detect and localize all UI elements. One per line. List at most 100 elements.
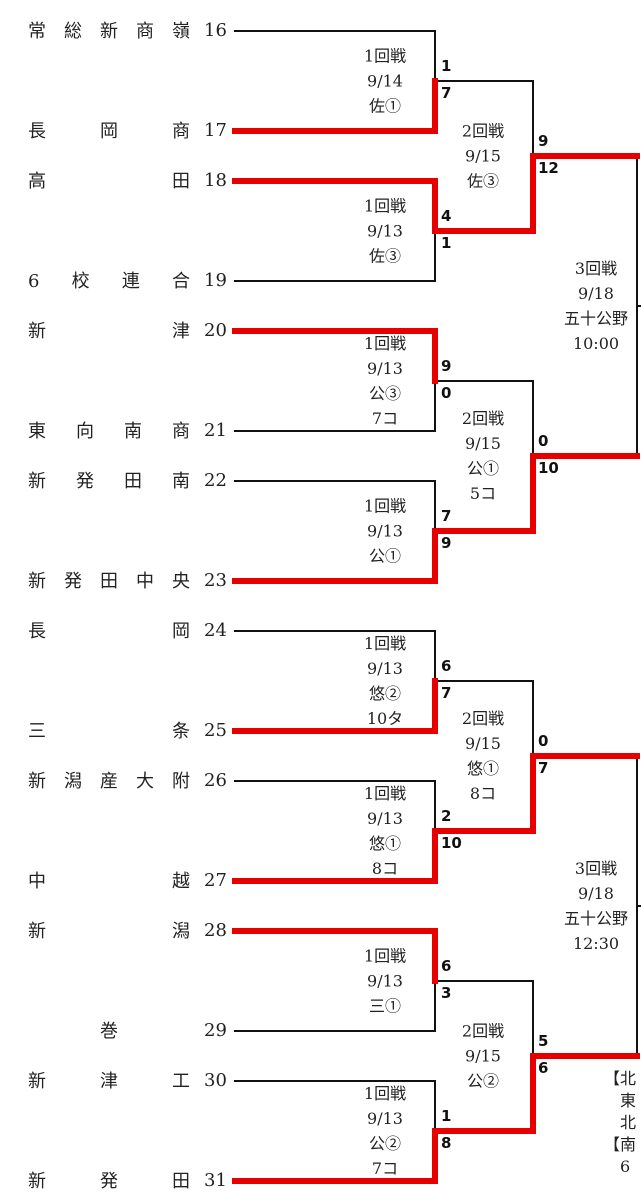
r1-score-bottom: 0 xyxy=(441,384,452,402)
team-name: 新発田中央 xyxy=(28,571,190,592)
team-name: 中越 xyxy=(28,871,190,892)
info-line: 悠② xyxy=(368,684,401,703)
r2-score-top: 0 xyxy=(538,732,549,750)
info-line: 1回戦 xyxy=(363,46,407,66)
team-name: 新潟 xyxy=(28,921,190,942)
info-line: 2回戦 xyxy=(461,409,505,428)
team-name: 新津 xyxy=(28,321,190,342)
info-line: 1回戦 xyxy=(363,334,407,353)
info-line: 8コ xyxy=(371,859,399,878)
info-line: 9/13 xyxy=(367,659,403,678)
info-line: 8コ xyxy=(469,784,497,803)
r1-score-bottom: 10 xyxy=(441,834,462,852)
info-line: 3回戦 xyxy=(574,259,618,278)
team-seed: 30 xyxy=(204,1069,227,1091)
r2-score-top: 5 xyxy=(538,1032,549,1050)
team-row: 常総新商嶺 16 xyxy=(28,18,228,43)
r1-match-info: 1回戦 9/14 佐① xyxy=(330,44,440,119)
team-name: 三条 xyxy=(28,721,190,742)
team-row: 高田 18 xyxy=(28,168,228,193)
team-seed: 16 xyxy=(204,19,227,41)
team-row: 長岡商 17 xyxy=(28,118,228,143)
team-seed: 27 xyxy=(204,869,227,891)
info-line: 公③ xyxy=(368,384,401,403)
team-seed: 18 xyxy=(204,169,227,191)
team-seed: 31 xyxy=(204,1169,227,1191)
info-line: 1回戦 xyxy=(363,946,407,966)
info-line: 9/13 xyxy=(367,971,403,991)
r1-score-bottom: 1 xyxy=(441,234,452,252)
legend-line: 【南 xyxy=(604,1135,637,1154)
team-row: 新潟 28 xyxy=(28,918,228,943)
r1-match-info: 1回戦 9/13 悠② 10タ xyxy=(330,631,440,731)
r1-score-bottom: 7 xyxy=(441,684,452,702)
info-line: 9/15 xyxy=(465,434,501,453)
team-name: 長岡商 xyxy=(28,121,190,142)
r1-score-top: 2 xyxy=(441,807,452,825)
info-line: 9/13 xyxy=(367,1109,403,1128)
info-line: 9/14 xyxy=(367,71,403,91)
legend-line: 【北 xyxy=(604,1069,637,1088)
info-line: 9/13 xyxy=(367,221,403,241)
r2-score-bottom: 6 xyxy=(538,1059,549,1077)
team-name: 新発田 xyxy=(28,1171,190,1192)
team-name: 巻 xyxy=(100,1021,118,1042)
info-line: 公② xyxy=(466,1071,499,1091)
r2-score-bottom: 10 xyxy=(538,459,559,477)
r1-score-bottom: 8 xyxy=(441,1134,452,1152)
info-line: 2回戦 xyxy=(461,121,505,141)
info-line: 9/15 xyxy=(465,1046,501,1066)
team-name: 東向南商 xyxy=(28,421,190,442)
team-row: 中越 27 xyxy=(28,868,228,893)
r1-score-top: 6 xyxy=(441,657,452,675)
team-seed: 19 xyxy=(204,269,227,291)
r2-score-bottom: 12 xyxy=(538,159,559,177)
info-line: 5コ xyxy=(469,484,497,503)
team-seed: 24 xyxy=(204,619,227,641)
info-line: 9/18 xyxy=(578,884,614,903)
team-name: 常総新商嶺 xyxy=(28,21,190,42)
team-name: 新発田南 xyxy=(28,471,190,492)
info-line: 9/15 xyxy=(465,734,501,753)
team-seed: 28 xyxy=(204,919,227,941)
r1-score-top: 7 xyxy=(441,507,452,525)
r2-score-top: 9 xyxy=(538,132,549,150)
team-row: 新津 20 xyxy=(28,318,228,343)
r1-score-bottom: 3 xyxy=(441,984,452,1002)
info-line: 三① xyxy=(368,996,401,1016)
r2-score-bottom: 7 xyxy=(538,759,549,777)
info-line: 1回戦 xyxy=(363,784,407,803)
team-seed: 22 xyxy=(204,469,227,491)
r1-score-top: 4 xyxy=(441,207,452,225)
team-name: 高田 xyxy=(28,171,190,192)
info-line: 12:30 xyxy=(572,934,620,953)
info-line: 悠① xyxy=(368,834,401,853)
info-line: 五十公野 xyxy=(563,309,628,328)
team-seed: 20 xyxy=(204,319,227,341)
info-line: 佐③ xyxy=(466,171,499,191)
info-line: 10タ xyxy=(366,709,404,728)
info-line: 1回戦 xyxy=(363,634,407,653)
info-line: 佐③ xyxy=(368,246,401,266)
info-line: 公① xyxy=(466,459,499,478)
team-seed: 17 xyxy=(204,119,227,141)
info-line: 佐① xyxy=(368,96,401,116)
info-line: 悠① xyxy=(466,759,499,778)
r1-score-top: 1 xyxy=(441,1107,452,1125)
info-line: 公② xyxy=(368,1134,401,1153)
info-line: 7コ xyxy=(371,1159,399,1178)
r2-match-info: 2回戦 9/15 公① 5コ xyxy=(428,406,538,506)
